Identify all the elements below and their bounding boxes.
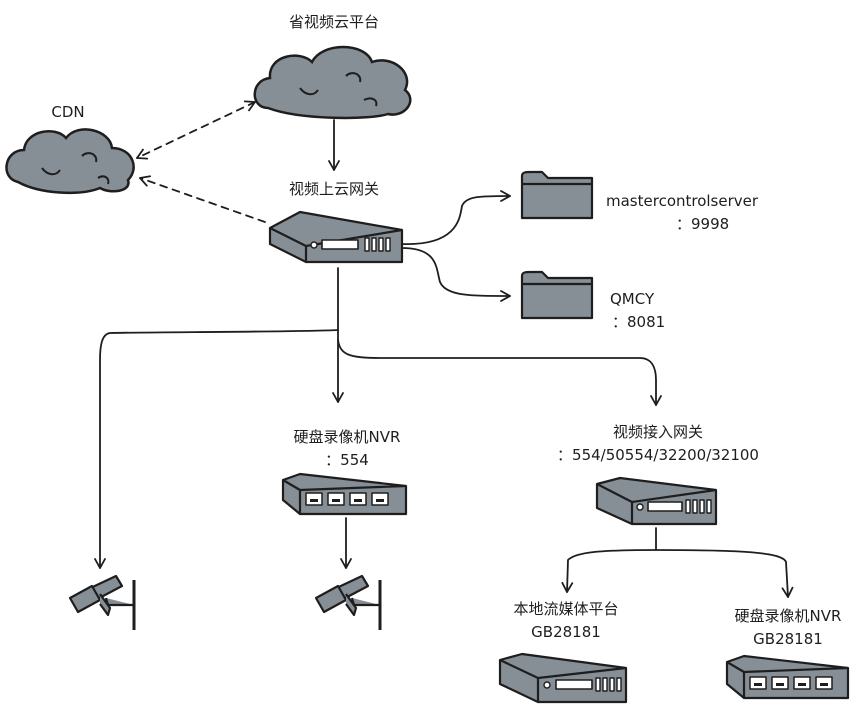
cloud-platform-icon [253,45,412,120]
qmcy-port: ：8081 [612,313,666,331]
cloud-platform-label: 省视频云平台 [288,13,380,31]
cdn-label: CDN [51,103,85,121]
nvr-bottom-switch-icon [725,654,850,700]
local-media-server-icon [498,652,628,704]
local-media-label: 本地流媒体平台 [513,600,619,618]
edge-access-to-nvr-bottom [655,549,794,598]
edge-gateway-to-qmcy [401,247,511,302]
local-media-protocol: GB28181 [531,623,601,641]
edge-access-to-local-media [561,549,657,593]
connectors [94,100,794,598]
mastercontrol-port: ：9998 [676,215,730,233]
nvr-top-port: ：554 [325,451,369,469]
upload-gateway-label: 视频上云网关 [288,180,380,198]
mastercontrol-folder-icon [520,170,594,220]
qmcy-label: QMCY [610,290,655,308]
edge-gateway-to-cdn [139,175,266,223]
edge-gateway-to-access-gateway [337,339,662,406]
access-gateway-port: ：554/50554/32200/32100 [557,446,759,464]
nvr-top-switch-icon [281,472,408,516]
camera-mid-icon [314,574,382,630]
edge-gateway-to-mastercontrol [401,190,511,245]
cdn-cloud-icon [5,128,135,195]
nvr-bottom-label: 硬盘录像机NVR [734,607,842,625]
edge-gateway-to-camera-left [94,267,339,569]
nvr-top-label: 硬盘录像机NVR [293,428,401,446]
access-gateway-label: 视频接入网关 [612,423,704,441]
qmcy-folder-icon [520,270,594,320]
camera-left-icon [68,574,136,630]
edge-cloud-to-cdn [136,100,256,160]
mastercontrol-label: mastercontrolserver [606,192,759,210]
upload-gateway-server-icon [268,210,404,264]
access-gateway-server-icon [595,476,718,526]
nvr-bottom-protocol: GB28181 [753,630,823,648]
